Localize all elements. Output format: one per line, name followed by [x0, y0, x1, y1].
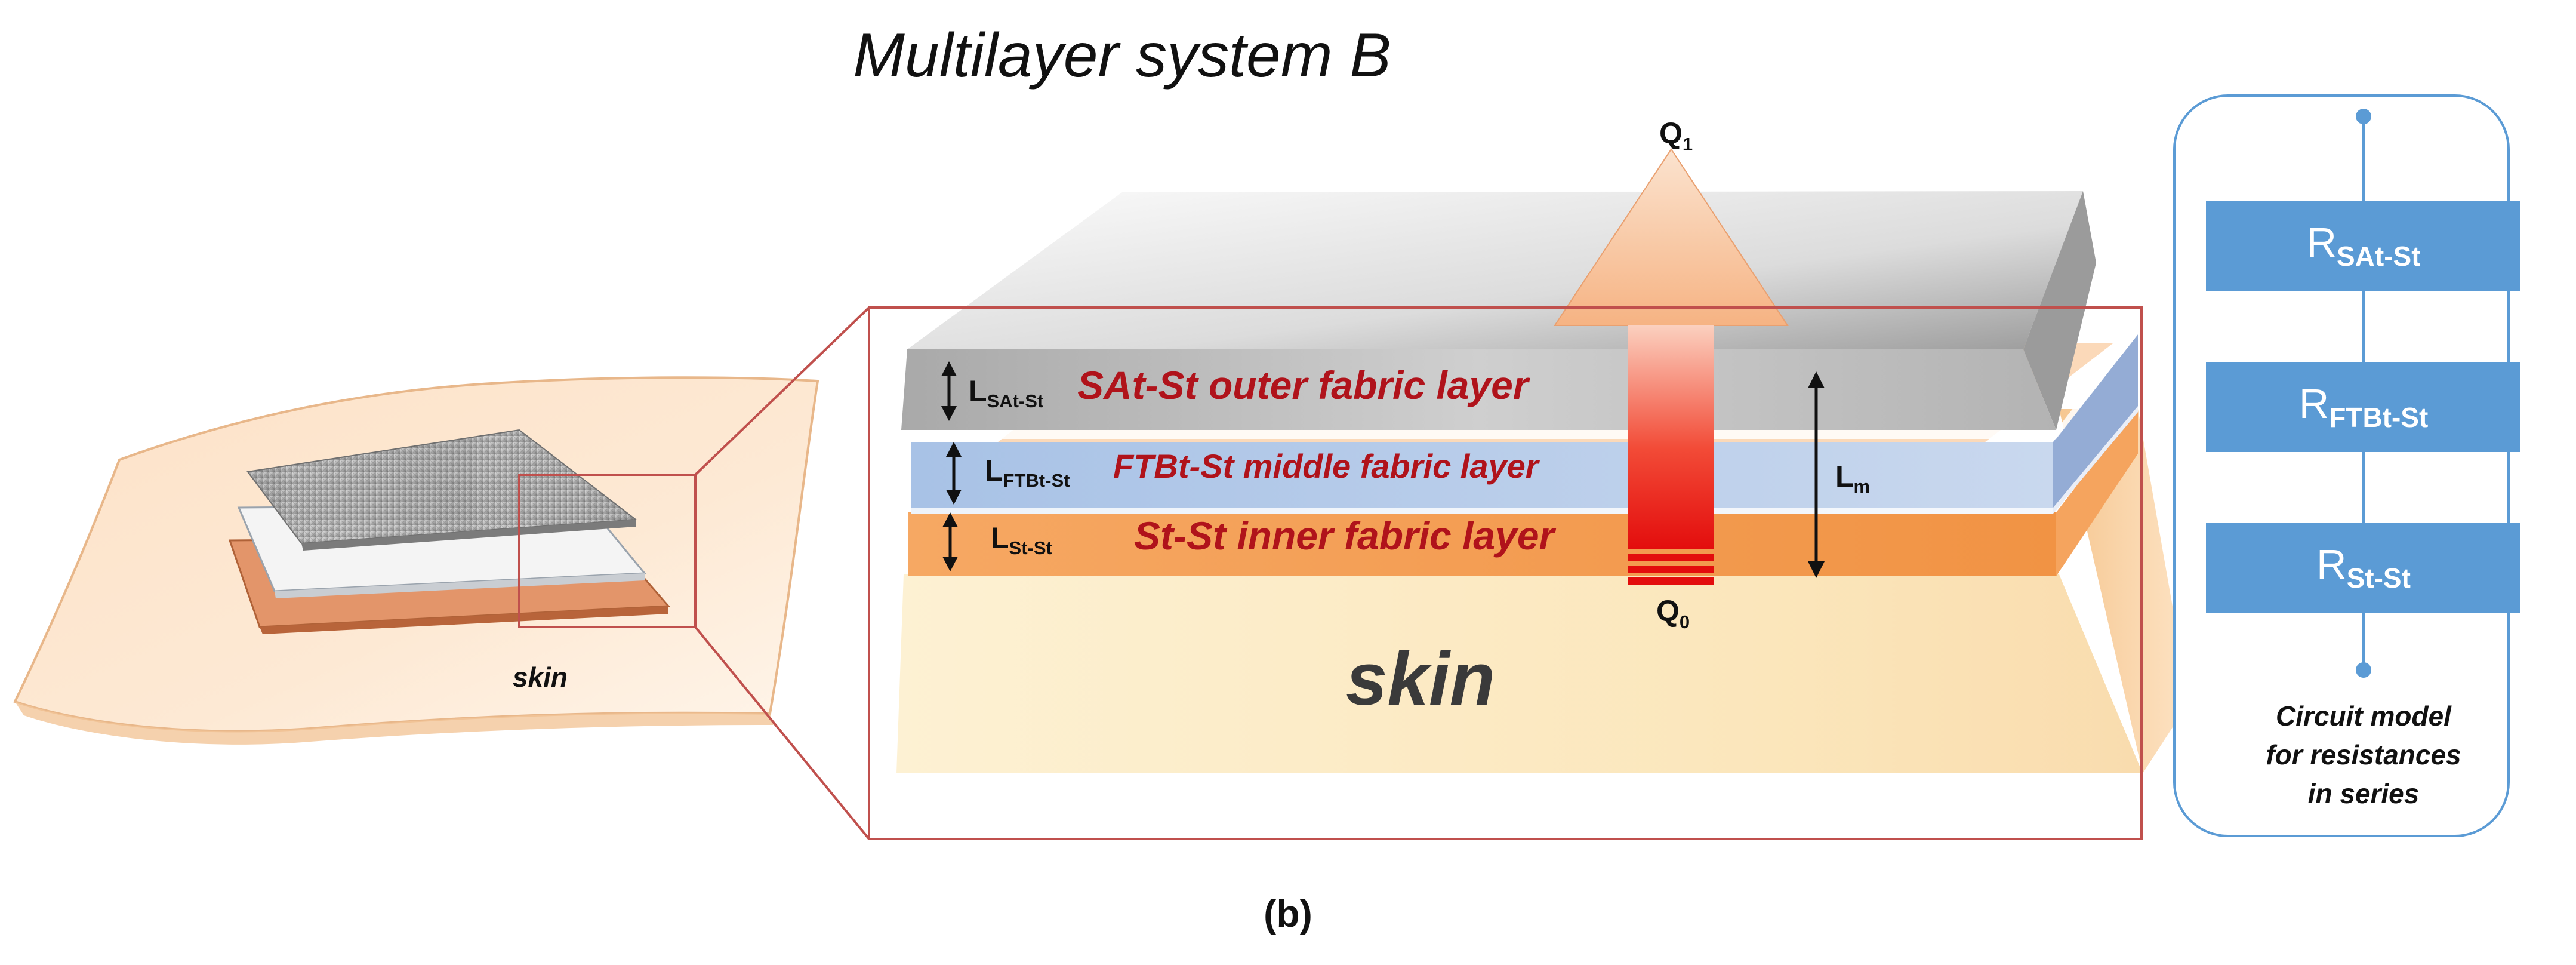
resistor-box-inner	[2206, 523, 2520, 613]
resistor-label-inner: RSt-St	[2316, 541, 2411, 594]
circuit-terminal-bottom	[2356, 662, 2371, 678]
heat-source-line-3	[1628, 577, 1714, 585]
skin-sheet-illustration: skin	[13, 376, 819, 745]
resistor-label-middle: RFTBt-St	[2299, 380, 2429, 433]
heat-arrow-shaft	[1628, 325, 1714, 549]
inner-layer-right-face	[2056, 406, 2138, 576]
inner-layer-front	[908, 512, 2056, 576]
resistor-label-outer: RSAt-St	[2306, 219, 2420, 272]
middle-layer-name: FTBt-St middle fabric layer	[1113, 447, 1540, 485]
q-in-label: Q0	[1656, 594, 1690, 632]
outer-layer-top	[907, 191, 2083, 349]
zoom-region-box	[518, 474, 697, 628]
total-thickness-label: Lm	[1835, 460, 1870, 497]
circuit-caption-line-3: in series	[2308, 778, 2420, 809]
figure-caption: (b)	[1264, 892, 1312, 935]
heat-source-line-2	[1628, 566, 1714, 573]
q-out-label: Q1	[1659, 116, 1693, 155]
skin-block-label: skin	[1346, 638, 1495, 721]
total-thickness-arrow	[1808, 371, 1825, 578]
middle-layer-front	[911, 442, 2053, 514]
thickness-arrow-outer	[941, 361, 957, 421]
skin-block-front	[896, 574, 2143, 773]
layer-stack-3d	[896, 191, 2189, 773]
skin-small-label: skin	[513, 662, 568, 693]
resistor-box-middle	[2206, 362, 2520, 452]
outer-layer-front	[901, 349, 2056, 430]
zoom-detail-frame	[868, 306, 2143, 840]
figure-title: Multilayer system B	[853, 21, 1391, 90]
heat-source-line-1	[1628, 554, 1714, 561]
circuit-caption-line-2: for resistances	[2266, 739, 2461, 770]
thickness-label-inner: LSt-St	[991, 521, 1052, 558]
inner-layer-name: St-St inner fabric layer	[1134, 514, 1557, 558]
thickness-arrow-middle	[946, 442, 962, 505]
zoom-line-bottom	[694, 626, 870, 840]
circuit-model-panel: RSAt-St RFTBt-St RSt-St Circuit model fo…	[2173, 94, 2520, 837]
outer-layer-right-face	[2023, 191, 2096, 430]
thickness-label-outer: LSAt-St	[969, 374, 1043, 411]
middle-layer-right-face	[2053, 334, 2138, 514]
thickness-label-middle: LFTBt-St	[985, 454, 1070, 491]
zoom-line-top	[694, 306, 870, 476]
resistor-box-outer	[2206, 201, 2520, 291]
circuit-caption-line-1: Circuit model	[2276, 700, 2452, 732]
heat-flow-arrow	[1554, 148, 1789, 585]
circuit-terminal-top	[2356, 109, 2371, 124]
thickness-arrow-inner	[942, 512, 958, 571]
outer-layer-name: SAt-St outer fabric layer	[1077, 363, 1530, 407]
